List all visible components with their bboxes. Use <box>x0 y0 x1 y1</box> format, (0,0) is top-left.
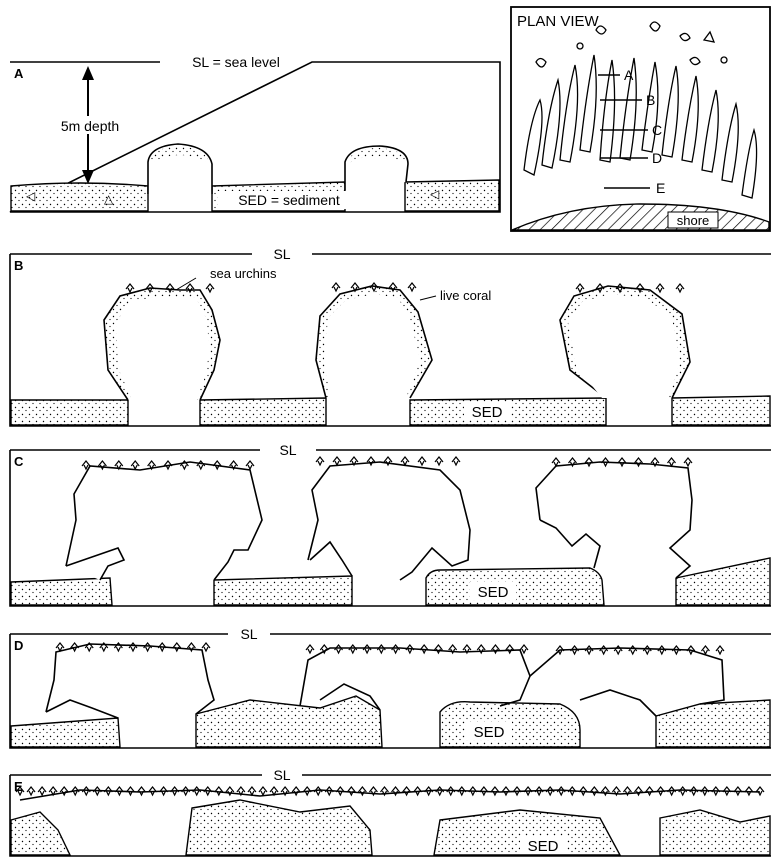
coral-head-c1 <box>66 462 262 580</box>
sea-urchin <box>349 645 357 653</box>
panel-b-sea-level: SL <box>273 246 290 262</box>
panel-e-sed-label: SED <box>528 838 559 855</box>
sea-urchin <box>292 787 300 795</box>
sediment-label: SED = sediment <box>238 192 340 208</box>
sea-urchin <box>629 646 637 654</box>
sea-urchin <box>684 458 692 466</box>
sea-urchin <box>491 787 499 795</box>
sea-urchin <box>377 645 385 653</box>
coral-head-d1 <box>46 644 214 718</box>
coral-head-c2 <box>308 462 470 580</box>
panel-b: B SL sea urchins live coral SED <box>10 246 771 426</box>
plan-line-b: B <box>646 92 655 108</box>
sea-urchin <box>614 646 622 654</box>
sea-urchin <box>658 646 666 654</box>
sea-urchin <box>668 458 676 466</box>
sea-urchin <box>259 787 267 795</box>
plan-line-c: C <box>652 122 662 138</box>
panel-c: C SL SED <box>10 442 771 606</box>
panel-e-sea-level: SL <box>273 767 290 783</box>
sea-urchin <box>392 645 400 653</box>
sea-urchin <box>401 457 409 465</box>
sea-urchin <box>206 284 214 292</box>
panel-e: E SL SED <box>10 767 771 856</box>
sea-urchin <box>590 787 598 795</box>
sea-urchin <box>38 787 46 795</box>
sea-urchin <box>557 787 565 795</box>
panel-d-sea-level: SL <box>240 626 257 642</box>
sea-urchin <box>646 787 654 795</box>
plan-view-title: PLAN VIEW <box>517 13 600 30</box>
sea-urchin <box>756 787 764 795</box>
sea-urchin <box>314 787 322 795</box>
sea-urchin <box>452 457 460 465</box>
sea-urchin <box>126 284 134 292</box>
sea-urchin <box>333 457 341 465</box>
coral-head-d2 <box>300 648 530 710</box>
sea-urchin <box>347 787 355 795</box>
sea-urchin <box>506 645 514 653</box>
sea-urchin <box>144 643 152 651</box>
sea-urchin <box>408 283 416 291</box>
sea-urchin <box>434 645 442 653</box>
panel-a-letter: A <box>14 66 24 81</box>
svg-text:△: △ <box>104 192 114 206</box>
sea-urchin <box>656 284 664 292</box>
panel-c-sed-label: SED <box>478 584 509 601</box>
plan-line-e: E <box>656 180 665 196</box>
sea-urchin <box>173 643 181 651</box>
sea-level-label: SL = sea level <box>192 54 280 70</box>
panel-a: A SL = sea level 5m depth ◁ △ ◁ SED = se… <box>10 54 500 212</box>
sea-urchin <box>306 645 314 653</box>
live-coral-label: live coral <box>440 288 491 303</box>
sea-urchin <box>716 646 724 654</box>
panel-c-letter: C <box>14 454 24 469</box>
sea-urchin <box>491 645 499 653</box>
sea-urchin <box>246 461 254 469</box>
panel-b-letter: B <box>14 258 23 273</box>
sediment-right <box>405 180 499 211</box>
sea-urchin <box>248 787 256 795</box>
sea-urchin <box>129 643 137 651</box>
sea-urchin <box>435 457 443 465</box>
panel-d: D SL SED <box>10 626 771 748</box>
sea-urchin <box>335 645 343 653</box>
sea-urchin <box>552 458 560 466</box>
sea-urchin <box>131 461 139 469</box>
sea-urchins-label: sea urchins <box>210 266 277 281</box>
shore-label: shore <box>677 213 710 228</box>
sea-urchin <box>403 787 411 795</box>
coral-head-c3 <box>536 462 692 578</box>
sea-urchin <box>316 457 324 465</box>
plan-view: PLAN VIEW <box>511 7 770 231</box>
sea-urchin <box>202 643 210 651</box>
svg-text:◁: ◁ <box>430 187 440 201</box>
sea-urchin <box>137 787 145 795</box>
sea-urchin <box>436 787 444 795</box>
sea-urchin <box>679 787 687 795</box>
sea-urchin <box>332 283 340 291</box>
sea-urchin <box>502 787 510 795</box>
plan-line-a: A <box>624 67 634 83</box>
sea-urchin <box>27 787 35 795</box>
sea-urchin <box>600 646 608 654</box>
sea-urchin <box>418 457 426 465</box>
plan-line-d: D <box>652 150 662 166</box>
svg-text:◁: ◁ <box>26 189 36 203</box>
panel-d-letter: D <box>14 638 23 653</box>
sea-urchin <box>363 645 371 653</box>
sea-urchin <box>215 787 223 795</box>
sea-urchin <box>193 787 201 795</box>
sea-urchin <box>576 284 584 292</box>
sea-urchin <box>585 646 593 654</box>
sea-urchin <box>676 284 684 292</box>
panel-d-sed-label: SED <box>474 724 505 741</box>
panel-b-sed-label: SED <box>472 404 503 421</box>
sea-urchin <box>701 646 709 654</box>
depth-label: 5m depth <box>61 118 119 134</box>
sea-urchin <box>643 646 651 654</box>
panel-c-sea-level: SL <box>279 442 296 458</box>
sea-urchin <box>635 787 643 795</box>
